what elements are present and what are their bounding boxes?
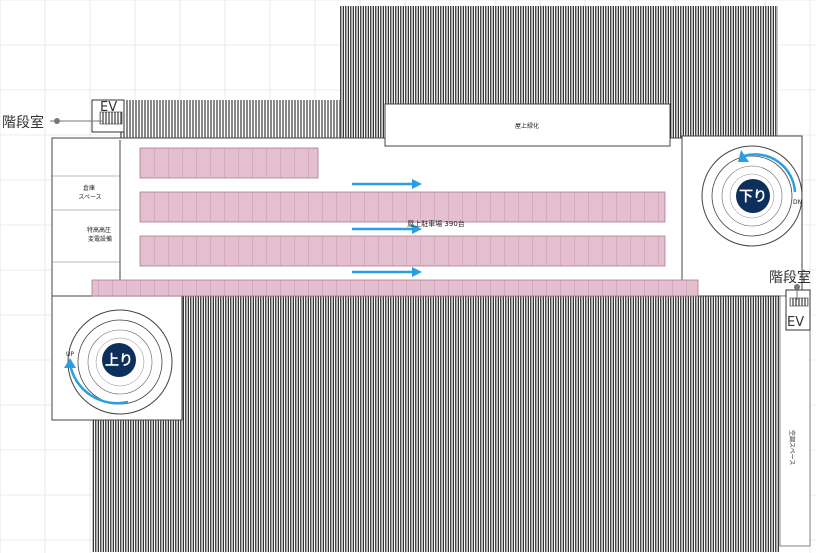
equipment-label-line2: 変電設備 xyxy=(88,235,112,243)
storage-label-line1: 倉庫 xyxy=(83,184,95,192)
up-mark: UP xyxy=(66,351,74,358)
ramp-up: 上り UP xyxy=(64,309,173,415)
ramp-down-badge xyxy=(736,179,770,213)
callout-stair-top-left: 階段室 EV xyxy=(2,100,117,131)
ev-right-label: EV xyxy=(787,315,804,330)
parking-row-hatch xyxy=(140,192,665,222)
ramp-up-label: 上り xyxy=(105,353,133,369)
side-space-label: 空調スペース xyxy=(788,430,796,465)
parking-row-hatch xyxy=(140,148,318,178)
storage-label-line2: スペース xyxy=(78,194,101,201)
parking-row-hatch xyxy=(92,280,698,296)
parking-row-hatch xyxy=(140,236,665,266)
ramp-up-badge xyxy=(102,343,136,377)
core-top-left xyxy=(91,99,125,133)
stair-top-left-label: 階段室 xyxy=(2,114,44,131)
roof-garden-label: 屋上緑化 xyxy=(515,122,539,130)
dn-mark: DN xyxy=(793,199,802,206)
traffic-arrow-3 xyxy=(352,267,422,277)
equipment-label: 特高高圧 変電設備 xyxy=(87,226,113,243)
callout-stair-right: 階段室 EV xyxy=(769,269,811,330)
equipment-label-line1: 特高高圧 xyxy=(87,226,111,234)
ramp-down: 下り DN xyxy=(701,145,803,247)
ramp-down-label: 下り xyxy=(739,189,767,205)
parking-area xyxy=(91,147,699,297)
building-hatching xyxy=(92,6,780,552)
traffic-arrows xyxy=(352,179,422,277)
stair-right-label: 階段室 xyxy=(769,269,811,286)
ev-top-left-label: EV xyxy=(100,100,117,115)
traffic-arrow-2 xyxy=(352,224,422,234)
parking-label: 屋上駐車場 390台 xyxy=(407,219,465,228)
storage-label: 倉庫 スペース xyxy=(78,184,101,201)
core-right xyxy=(785,289,811,331)
traffic-arrow-1 xyxy=(352,179,422,189)
